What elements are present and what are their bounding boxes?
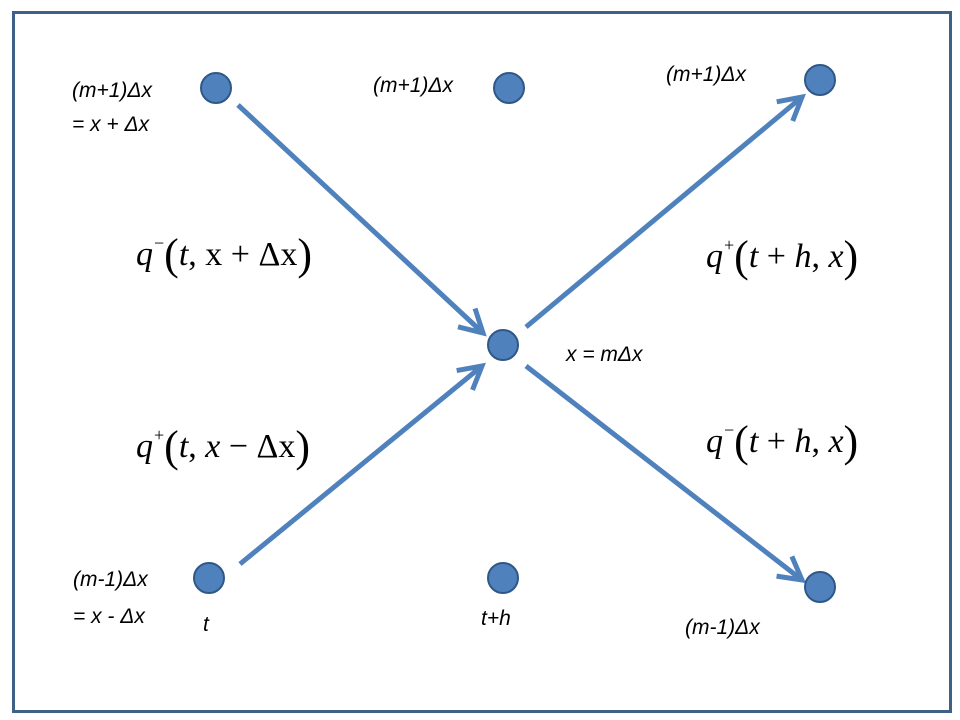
label-top-left-equation: = x + Δx (72, 113, 150, 136)
equation-q-minus-t-plus-h-x: q−(t + h, x) (706, 417, 859, 466)
node-bottom-mid (487, 562, 519, 594)
arrow-bottom-left-to-center (238, 366, 482, 566)
node-top-mid (493, 72, 525, 104)
node-center (487, 329, 519, 361)
node-top-right (804, 64, 836, 96)
equation-q-plus-t-plus-h-x: q+(t + h, x) (706, 232, 859, 281)
label-center-position: x = mΔx (566, 343, 643, 366)
arrow-top-left-to-center (236, 103, 483, 333)
arrow-center-to-bottom-right (524, 364, 802, 580)
label-top-left-index: (m+1)Δx (72, 79, 153, 102)
label-top-right-index: (m+1)Δx (666, 63, 747, 86)
label-bottom-left-index: (m-1)Δx (73, 568, 148, 591)
label-bottom-right-index: (m-1)Δx (685, 616, 760, 639)
label-bottom-left-equation: = x - Δx (73, 605, 145, 628)
equation-q-plus-t-x-minus-dx: q+(t, x − Δx) (136, 422, 311, 471)
node-top-left (200, 72, 232, 104)
node-bottom-right (804, 571, 836, 603)
equation-q-minus-t-x-plus-dx: q−(t, x + Δx) (136, 230, 312, 279)
label-time-t-plus-h: t+h (481, 607, 511, 630)
arrow-center-to-top-right (524, 97, 802, 329)
label-time-t: t (203, 613, 209, 636)
diagram-frame (12, 11, 952, 713)
label-top-mid-index: (m+1)Δx (373, 74, 454, 97)
node-bottom-left (193, 562, 225, 594)
